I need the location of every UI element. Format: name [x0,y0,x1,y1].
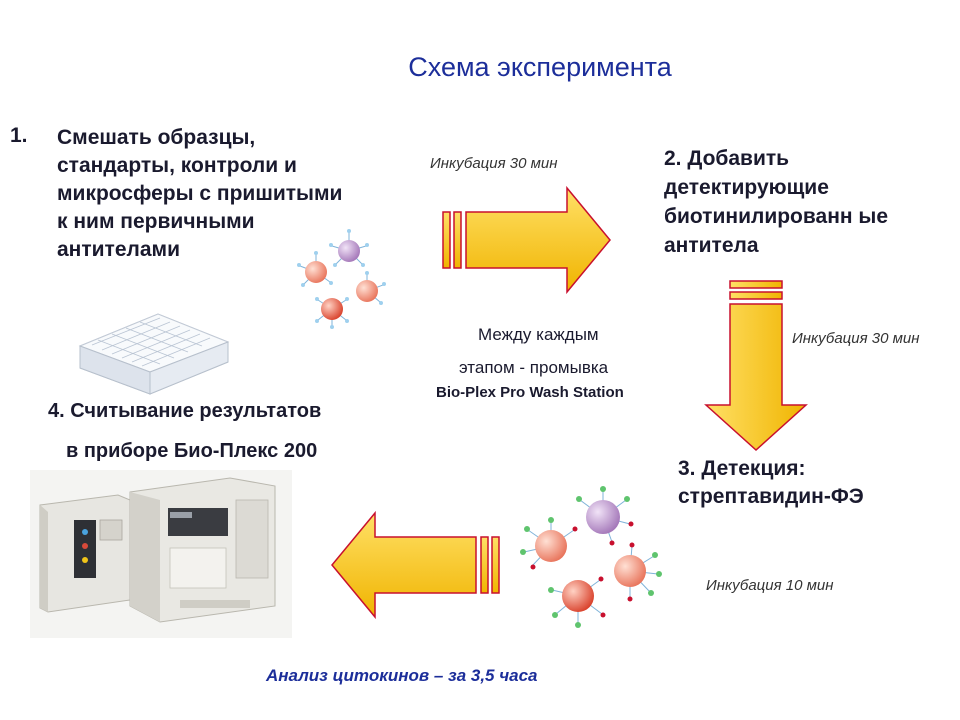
arrow-to-step3 [704,280,808,452]
bio-plex-instrument-image [30,470,292,638]
incubation-label-3: Инкубация 10 мин [706,577,834,594]
step1-number: 1. [10,124,28,147]
microsphere-cluster-small [297,229,386,329]
incubation-label-2: Инкубация 30 мин [792,330,920,347]
step3-text: 3. Детекция: стрептавидин-ФЭ [678,457,864,508]
microplate-image [78,313,230,395]
microsphere-cluster-large [520,486,662,628]
arrow-to-step2 [442,185,611,295]
wash-note-line3: Bio-Plex Pro Wash Station [436,384,624,401]
step4-line1: 4. Считывание результатов [48,400,322,422]
step1-text: Смешать образцы, стандарты, контроли и м… [57,126,343,261]
total-time-footer: Анализ цитокинов – за 3,5 часа [266,666,538,685]
step2-text: 2. Добавить детектирующие биотинилирован… [664,147,889,257]
incubation-label-1: Инкубация 30 мин [430,155,558,172]
arrow-to-step4 [331,510,500,620]
step4-line2: в приборе Био-Плекс 200 [66,440,318,462]
wash-note-line1: Между каждым [478,325,599,344]
page-title: Схема эксперимента [408,52,672,82]
wash-note-line2: этапом - промывка [459,358,609,377]
